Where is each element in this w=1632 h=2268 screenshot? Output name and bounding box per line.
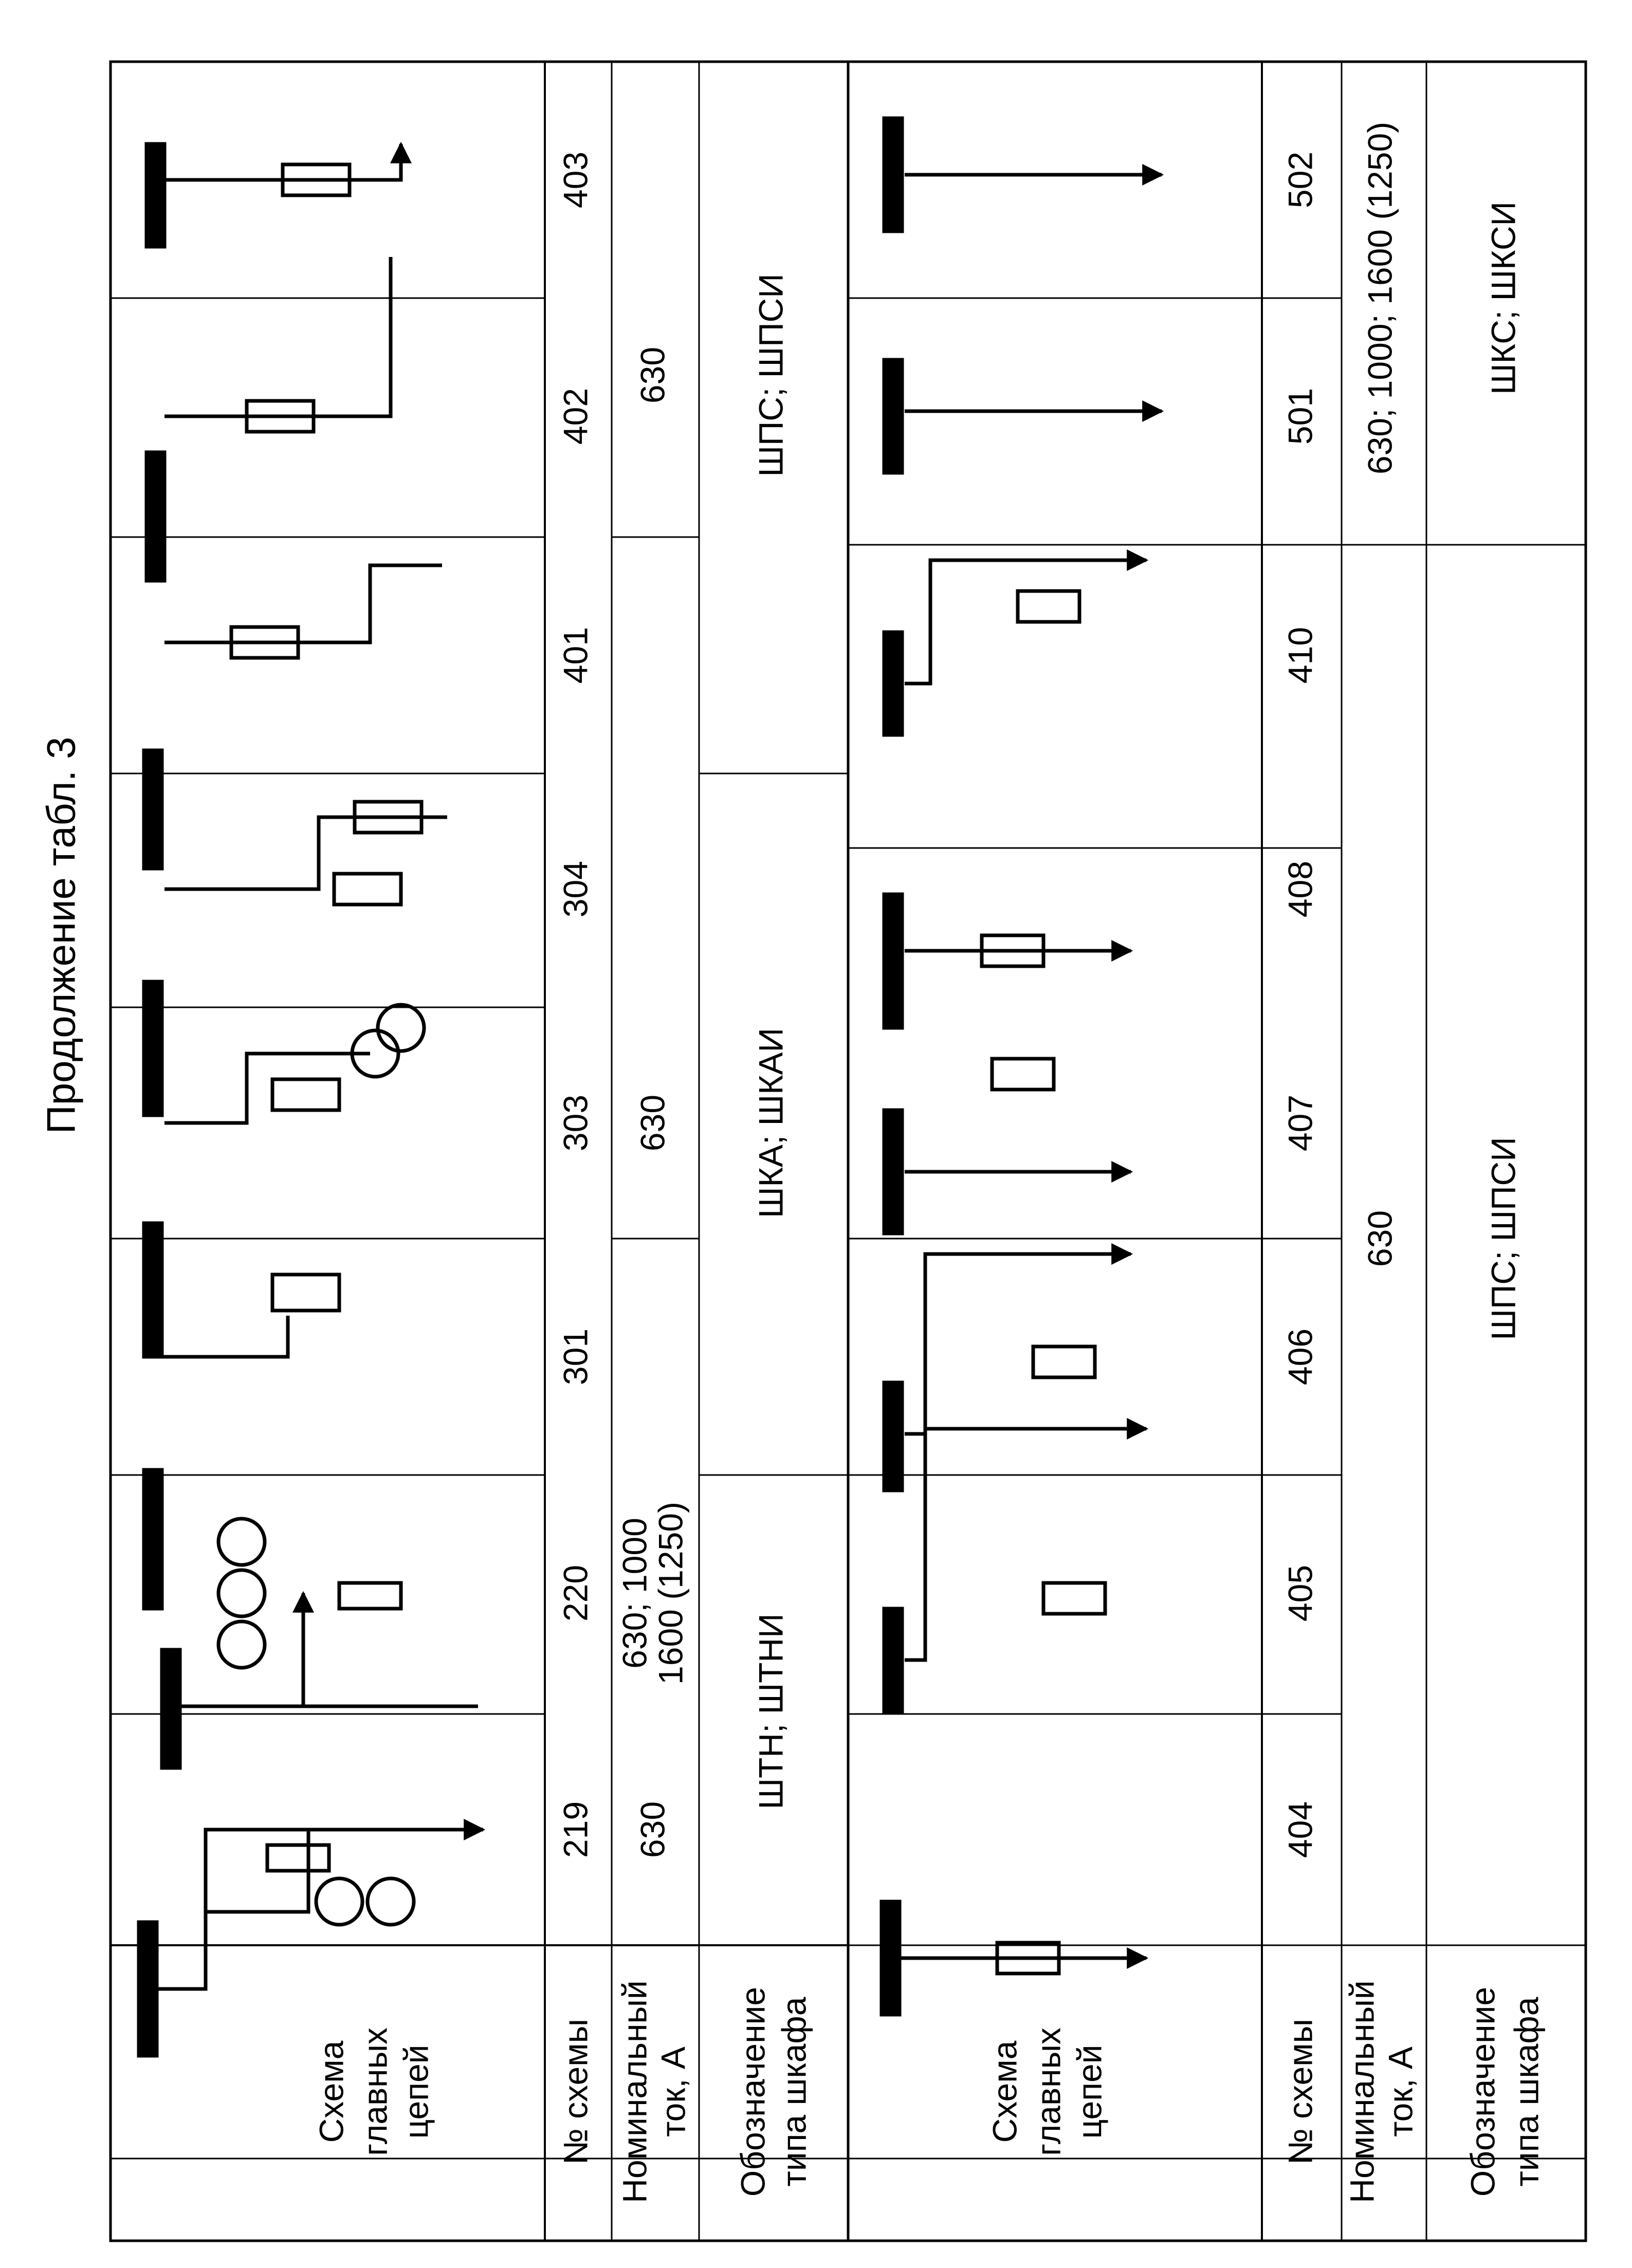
header-scheme-line-1: Схема: [312, 2040, 350, 2143]
rated-current: 630: [633, 1095, 671, 1151]
scheme-number: 403: [556, 152, 594, 208]
scheme-number: 404: [1281, 1801, 1319, 1858]
lower-values: 404 405 406 407 408 410 501 502 630 630;…: [1281, 122, 1522, 1858]
busbar-icon: [882, 116, 904, 233]
scheme-number: 401: [556, 627, 594, 684]
rated-current: 630; 1000: [615, 1518, 653, 1669]
scheme-number: 303: [556, 1095, 594, 1151]
cabinet-type: ШПС; ШПСИ: [751, 273, 790, 476]
busbar-icon: [882, 630, 904, 737]
header-scheme-line-2: главных: [356, 2027, 394, 2156]
rated-current: 630: [633, 1801, 671, 1858]
rated-current: 630; 1000; 1600 (1250): [1361, 122, 1399, 474]
busbar-icon: [142, 1221, 164, 1359]
rated-current: 630: [633, 347, 671, 403]
scheme-number: 220: [556, 1565, 594, 1621]
header-current-line-1: Номинальный: [615, 1980, 653, 2203]
upper-values: 219 220 301 303 304 401 402 403 630 630;…: [556, 152, 790, 1858]
header-number: № схемы: [556, 2019, 594, 2165]
busbar-icon: [882, 1380, 904, 1492]
scheme-number: 502: [1281, 152, 1319, 208]
rated-current: 1600 (1250): [651, 1502, 689, 1685]
scheme-number: 410: [1281, 627, 1319, 684]
busbar-icon: [144, 142, 167, 249]
busbar-icon: [142, 1468, 164, 1611]
schematics: [137, 116, 1164, 2058]
busbar-icon: [882, 892, 904, 1030]
table-grid: [109, 60, 1587, 2242]
header-scheme-line-3: цепей: [397, 2044, 435, 2138]
scheme-number: 405: [1281, 1565, 1319, 1621]
busbar-icon: [160, 1648, 182, 1770]
scheme-number: 407: [1281, 1095, 1319, 1151]
cabinet-type: ШТН; ШТНИ: [751, 1613, 790, 1809]
busbar-icon: [137, 1920, 159, 2058]
cabinet-type: ШКС; ШКСИ: [1484, 201, 1522, 395]
header-current-line-1-lower: Номинальный: [1343, 1980, 1381, 2203]
header-current-line-2: ток, А: [654, 2046, 692, 2137]
header-number-lower: № схемы: [1281, 2019, 1319, 2165]
cabinet-type: ШПС; ШПСИ: [1484, 1137, 1522, 1340]
scheme-number: 402: [556, 388, 594, 445]
table-caption: Продолжение табл. 3: [39, 737, 84, 1134]
header-cabinet-line-1-lower: Обозначение: [1463, 1987, 1501, 2197]
busbar-icon: [882, 358, 904, 475]
busbar-icon: [142, 748, 164, 871]
scheme-number: 406: [1281, 1329, 1319, 1385]
scheme-number: 301: [556, 1329, 594, 1385]
header-cabinet-line-1: Обозначение: [734, 1987, 772, 2197]
header-scheme-line-1-lower: Схема: [985, 2040, 1023, 2143]
cabinet-type: ШКА; ШКАИ: [751, 1028, 790, 1218]
header-cabinet-line-2: типа шкафа: [775, 1997, 813, 2186]
header-scheme-line-3-lower: цепей: [1070, 2044, 1108, 2138]
busbar-icon: [144, 450, 167, 583]
header-cabinet-line-2-lower: типа шкафа: [1507, 1997, 1545, 2186]
scheme-number: 304: [556, 861, 594, 917]
rated-current: 630: [1361, 1210, 1399, 1267]
busbar-icon: [879, 1900, 902, 2017]
scheme-number: 501: [1281, 388, 1319, 445]
busbar-icon: [882, 1108, 904, 1236]
busbar-icon: [882, 1607, 904, 1713]
scheme-number: 219: [556, 1801, 594, 1858]
header-current-line-2-lower: ток, А: [1381, 2046, 1419, 2137]
row-headers: Схема главных цепей № схемы Номинальный …: [312, 1980, 1545, 2203]
header-scheme-line-2-lower: главных: [1029, 2027, 1067, 2156]
scheme-number: 408: [1281, 861, 1319, 917]
busbar-icon: [142, 980, 164, 1117]
